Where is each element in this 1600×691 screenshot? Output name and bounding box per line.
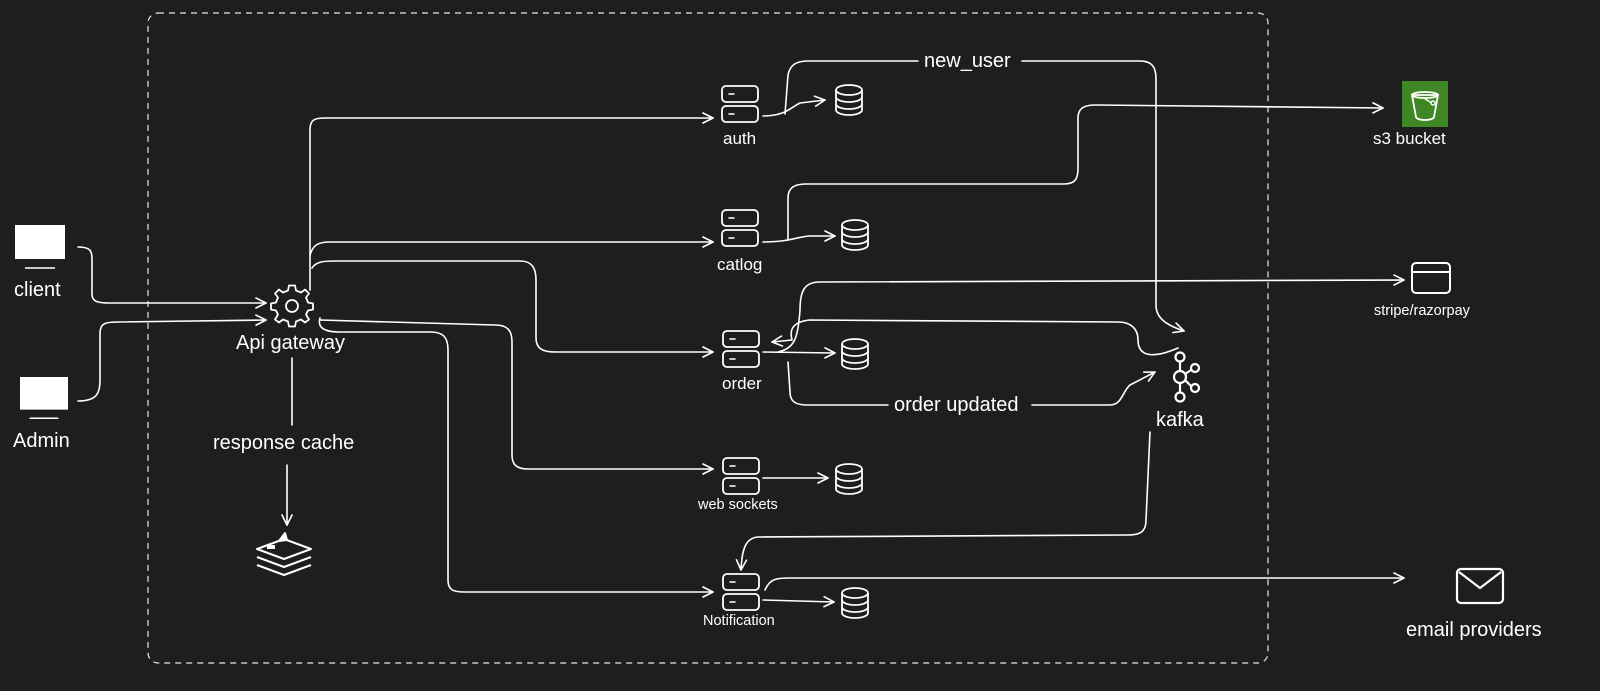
kafka-label: kafka [1156,409,1204,431]
monitor-icon [14,224,66,269]
redis-icon [256,532,312,576]
server-icon [722,330,760,368]
new-user-edge-label: new_user [924,50,1011,72]
database-icon [841,219,869,251]
edge-order-kafka [787,362,1155,406]
admin-label: Admin [13,430,70,452]
mail-icon [1455,567,1505,605]
email-providers-label: email providers [1406,619,1542,641]
s3-bucket-label: s3 bucket [1373,129,1446,148]
credit-card-icon [1411,262,1451,294]
system-boundary [147,12,1269,664]
edge-auth-kafka [784,60,1184,331]
server-icon [722,573,760,611]
edge-auth-db [762,95,826,117]
monitor-icon [19,376,69,419]
edge-client-gateway [77,246,267,309]
edge-gateway-catlog [309,236,714,256]
edge-order-stripe [777,274,1405,353]
server-icon [721,85,759,123]
edge-order-db [762,347,836,359]
response-cache-label: response cache [207,433,361,453]
edge-gateway-order [311,260,714,358]
order-label: order [722,374,762,393]
s3-bucket-icon [1402,81,1448,127]
database-icon [841,587,869,619]
edge-catlog-db [762,230,836,243]
database-icon [835,463,863,495]
edge-kafka-order [771,319,1179,356]
edge-catlog-s3 [787,102,1384,241]
api-gateway-label: Api gateway [236,332,345,354]
database-icon [835,84,863,116]
edge-notification-db [762,595,835,608]
edge-gateway-auth [309,112,714,291]
edge-admin-gateway [77,314,267,402]
edge-gateway-notification [318,317,714,598]
client-label: client [14,279,61,301]
edge-kafka-notification [735,431,1151,571]
auth-label: auth [723,129,757,148]
database-icon [841,338,869,370]
notification-label: Notification [703,613,775,629]
server-icon [721,209,759,247]
stripe-label: stripe/razorpay [1374,303,1470,319]
edge-notification-email [764,572,1405,591]
server-icon [722,457,760,495]
catlog-label: catlog [717,255,763,274]
gear-icon [270,284,314,328]
web-sockets-label: web sockets [698,497,778,513]
order-updated-edge-label: order updated [894,394,1019,416]
kafka-icon [1172,351,1201,403]
edge-gateway-websockets [319,319,714,475]
